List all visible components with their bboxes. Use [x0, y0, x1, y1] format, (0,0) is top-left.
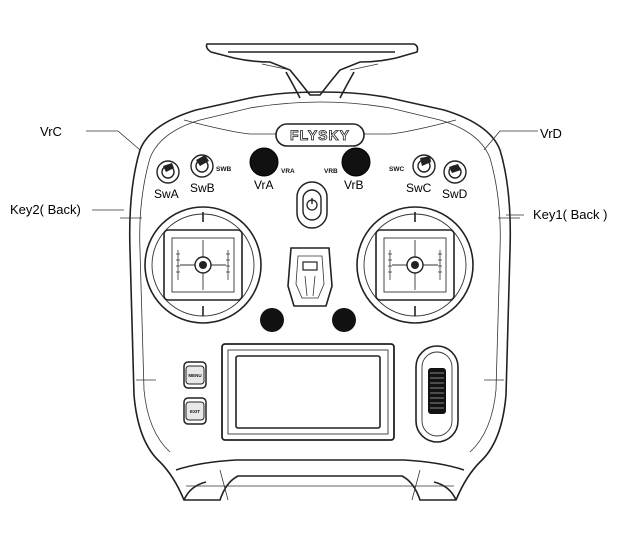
lcd-display	[221, 343, 395, 441]
swa-switch	[156, 160, 180, 184]
swc-engraving: SWC	[389, 166, 404, 173]
vrb-engraving: VRB	[324, 168, 338, 175]
swc-switch	[412, 154, 436, 178]
neck-strap-hook	[287, 247, 333, 307]
right-gimbal	[356, 206, 474, 324]
vra-knob	[249, 147, 279, 177]
menu-key: MENU	[183, 361, 207, 389]
brand-plate: FLYSKY	[275, 123, 365, 147]
right-round-button	[332, 308, 356, 332]
swa-label: SwA	[154, 187, 179, 201]
swb-label: SwB	[190, 181, 215, 195]
key1-label: Key1( Back )	[533, 207, 607, 222]
swc-label: SwC	[406, 181, 432, 195]
callout-leaders	[86, 130, 538, 216]
vra-label: VrA	[254, 178, 274, 192]
exit-engraving: EXIT	[190, 409, 200, 414]
left-round-button	[260, 308, 284, 332]
power-button	[296, 181, 328, 229]
swb-engraving: SWB	[216, 166, 231, 173]
swd-switch	[443, 160, 467, 184]
carry-handle	[205, 43, 419, 99]
scroll-wheel	[415, 345, 459, 443]
vrb-label: VrB	[344, 178, 364, 192]
exit-key: EXIT	[183, 397, 207, 425]
vrb-knob	[341, 147, 371, 177]
vrc-label: VrC	[40, 124, 62, 139]
transmitter-body	[120, 91, 520, 501]
swb-switch	[190, 154, 214, 178]
menu-engraving: MENU	[188, 373, 201, 378]
key2-label: Key2( Back)	[10, 202, 81, 217]
swd-label: SwD	[442, 187, 468, 201]
vrd-label: VrD	[540, 126, 562, 141]
vra-engraving: VRA	[281, 168, 295, 175]
brand-logo: FLYSKY	[290, 127, 350, 143]
left-gimbal	[144, 206, 262, 324]
